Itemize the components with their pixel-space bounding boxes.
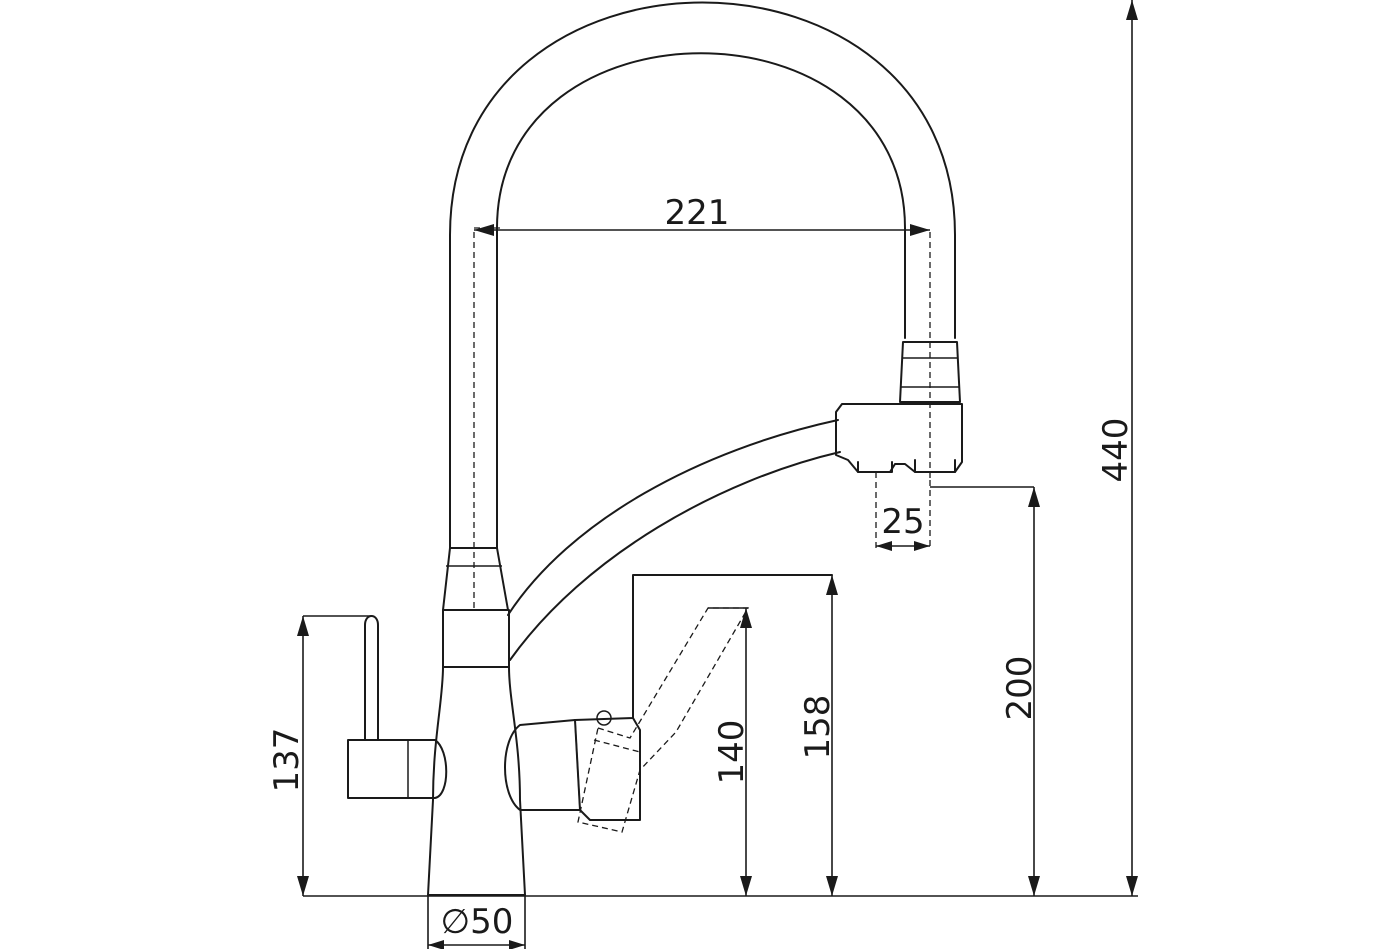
spray-head bbox=[835, 403, 963, 473]
dim-label-total-height: 440 bbox=[1096, 418, 1136, 483]
gooseneck-inner bbox=[496, 52, 906, 549]
spout-base-sleeve bbox=[442, 547, 509, 611]
dim-label-lever-height: 137 bbox=[267, 728, 307, 793]
centre-lines bbox=[473, 227, 931, 610]
dim-spout-outlet-height: 200 bbox=[930, 486, 1040, 896]
dim-label-base-diameter: ∅50 bbox=[441, 902, 514, 942]
dim-label-spray-offset: 25 bbox=[881, 502, 924, 542]
faucet-body bbox=[427, 666, 526, 896]
body-collar bbox=[442, 609, 510, 668]
filter-arm-upper bbox=[507, 419, 839, 616]
faucet-outline bbox=[347, 1, 963, 896]
dim-spout-reach: 221 bbox=[474, 193, 930, 236]
right-lever-alt-position bbox=[577, 607, 750, 833]
spout-tip-sleeve bbox=[899, 341, 961, 403]
nozzle-left bbox=[857, 461, 893, 473]
dim-lever-height: 137 bbox=[267, 615, 372, 896]
right-lever bbox=[574, 574, 833, 721]
left-lever bbox=[364, 615, 379, 741]
dim-spray-offset: 25 bbox=[876, 502, 930, 551]
dim-label-side-lever-height: 140 bbox=[712, 720, 752, 785]
right-handle-hub bbox=[504, 719, 581, 811]
dim-total-height: 440 bbox=[1096, 0, 1138, 896]
nozzle-right bbox=[914, 459, 956, 473]
left-handle-hub bbox=[347, 739, 448, 799]
dim-label-side-lever-top: 158 bbox=[798, 695, 838, 760]
gooseneck-outer bbox=[449, 1, 956, 549]
dim-side-lever-height: 140 bbox=[708, 607, 752, 896]
dim-side-lever-top: 158 bbox=[798, 575, 838, 896]
dim-base-diameter: ∅50 bbox=[427, 896, 526, 949]
dimensions: 221 25 ∅50 137 bbox=[267, 0, 1138, 949]
filter-arm-lower bbox=[509, 451, 841, 661]
dim-label-spout-reach: 221 bbox=[665, 193, 730, 233]
dim-label-spout-outlet-height: 200 bbox=[1000, 656, 1040, 721]
